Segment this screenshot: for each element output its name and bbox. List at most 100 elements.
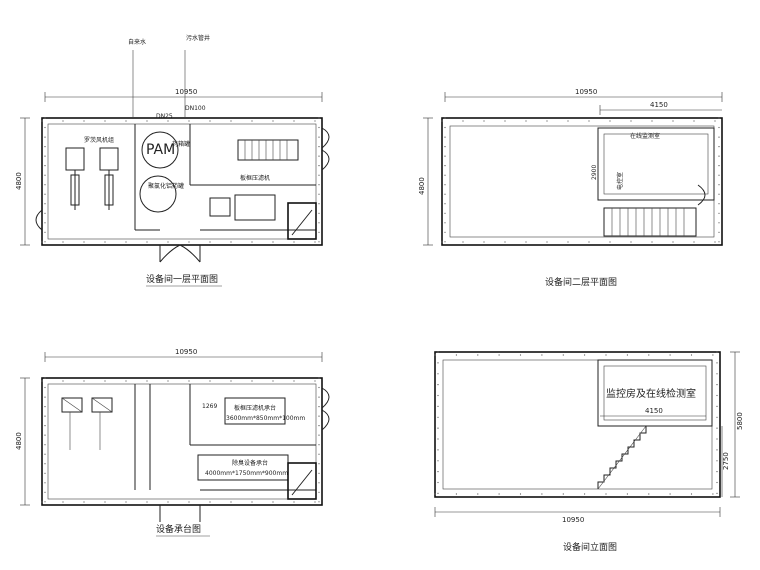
wall-speckle — [230, 241, 232, 243]
wall-speckle — [318, 377, 320, 379]
wall-speckle — [44, 146, 46, 148]
wall-speckle — [167, 120, 169, 122]
wall-speckle — [44, 472, 46, 474]
wall-speckle — [605, 493, 607, 495]
wall-speckle — [690, 354, 693, 356]
wall-speckle — [44, 491, 46, 493]
floor2-width-dim: 10950 — [575, 88, 597, 96]
elevation-height-dim2: 2750 — [722, 452, 730, 470]
wall-speckle — [477, 354, 479, 356]
wall-speckle — [541, 493, 543, 495]
wall-speckle — [716, 384, 718, 386]
wall-speckle — [716, 481, 718, 484]
wall-speckle — [462, 120, 464, 122]
floor2-sub-dim: 4150 — [650, 101, 668, 109]
wall-speckle — [272, 380, 274, 382]
wall-speckle — [251, 120, 253, 122]
wall-speckle — [188, 501, 190, 503]
wall-speckle — [718, 241, 720, 243]
dim-1269: 1269 — [202, 403, 217, 410]
wall-speckle — [318, 241, 320, 243]
wall-speckle — [434, 354, 436, 356]
wall-speckle — [104, 380, 106, 382]
wall-speckle — [318, 231, 320, 233]
wall-speckle — [318, 136, 320, 138]
wall-speckle — [188, 241, 190, 243]
wall-speckle — [444, 136, 446, 138]
wall-speckle — [546, 241, 548, 243]
wall-speckle — [44, 165, 46, 167]
wall-speckle — [318, 126, 320, 129]
wall-speckle — [83, 120, 85, 122]
dn100-label: DN100 — [185, 105, 206, 112]
wall-speckle — [318, 117, 320, 119]
wall-speckle — [444, 155, 446, 157]
wall-speckle — [648, 493, 650, 495]
wall-speckle — [519, 354, 522, 356]
wall-speckle — [44, 241, 46, 243]
wall-speckle — [44, 193, 46, 195]
wall-speckle — [318, 472, 320, 474]
wall-speckle — [293, 241, 295, 243]
wall-speckle — [588, 241, 590, 243]
wall-speckle — [716, 405, 718, 407]
wall-speckle — [437, 471, 439, 473]
wall-speckle — [693, 120, 695, 122]
wall-speckle — [318, 174, 320, 176]
wall-speckle — [498, 493, 500, 495]
wall-speckle — [541, 354, 543, 356]
wall-speckle — [125, 380, 127, 382]
wall-speckle — [584, 354, 586, 356]
wall-speckle — [455, 493, 457, 495]
wall-speckle — [44, 501, 46, 503]
wall-speckle — [651, 120, 653, 122]
filter-base-size: 3600mm*850mm*100mm — [226, 415, 305, 422]
wall-speckle — [462, 241, 464, 243]
wall-speckle — [146, 501, 148, 503]
wall-speckle — [44, 386, 46, 389]
wall-speckle — [318, 453, 320, 455]
wall-speckle — [712, 354, 714, 356]
wall-speckle — [651, 241, 653, 243]
wall-speckle — [314, 501, 316, 503]
wall-speckle — [146, 241, 148, 243]
wall-speckle — [630, 120, 632, 122]
wall-speckle — [125, 120, 127, 122]
wall-speckle — [251, 501, 253, 503]
wall-speckle — [718, 193, 720, 195]
wall-speckle — [318, 444, 320, 446]
wall-speckle — [716, 438, 718, 440]
wall-speckle — [716, 362, 718, 364]
wall-speckle — [525, 120, 527, 122]
elevation-title: 设备间立面图 — [563, 541, 617, 553]
wall-speckle — [44, 444, 46, 446]
wall-speckle — [293, 380, 295, 382]
sewage-label: 污水管井 — [186, 34, 210, 42]
wall-speckle — [626, 354, 629, 356]
dn25-label: DN25 — [156, 113, 173, 120]
wall-speckle — [209, 380, 211, 382]
floor1-width-dim: 10950 — [175, 88, 197, 96]
elevation-width-dim: 10950 — [562, 516, 584, 524]
wall-speckle — [718, 136, 720, 138]
wall-speckle — [62, 120, 64, 122]
wall-speckle — [437, 384, 439, 386]
wall-speckle — [437, 416, 439, 418]
wall-speckle — [314, 120, 316, 122]
wall-speckle — [718, 222, 720, 224]
wall-speckle — [437, 351, 439, 353]
elevation-view: 监控房及在线检测室 4150 10950 5800 2750 设备间立面图 — [434, 351, 744, 553]
wall-speckle — [716, 460, 718, 462]
wall-speckle — [648, 354, 650, 356]
pac-tank-label: 聚氯化铝药罐 — [148, 182, 184, 190]
wall-speckle — [209, 501, 211, 503]
blower-label: 罗茨风机组 — [84, 136, 114, 144]
wall-speckle — [318, 212, 320, 214]
pump-base-label: 除臭设备承台 — [232, 459, 268, 467]
wall-speckle — [519, 493, 522, 495]
floor2-title: 设备间二层平面图 — [545, 276, 617, 288]
wall-speckle — [444, 117, 446, 119]
wall-speckle — [669, 354, 671, 356]
wall-speckle — [188, 120, 190, 122]
wall-speckle — [483, 241, 485, 243]
